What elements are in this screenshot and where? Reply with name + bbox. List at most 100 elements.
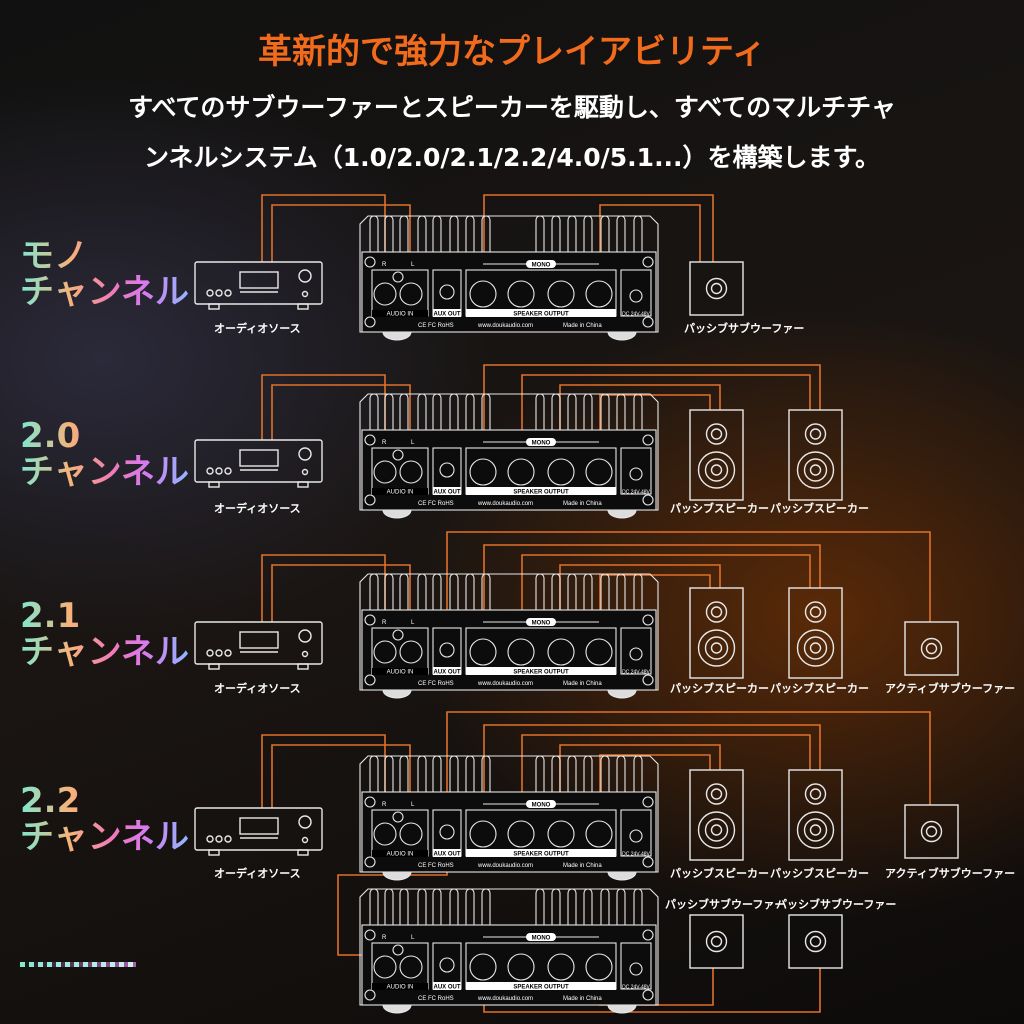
subwoofer-icon — [689, 914, 744, 969]
amplifier-rear-panel: AUDIO IN AUX OUT SPEAKER OUTPUT DC 24V-4… — [359, 573, 659, 699]
amplifier-rear-panel: AUDIO IN AUX OUT SPEAKER OUTPUT DC 24V-4… — [359, 393, 659, 519]
page-title: 革新的で強力なプレイアビリティ — [258, 32, 766, 72]
wire — [483, 968, 821, 1013]
aux-out-label: AUX OUT — [434, 312, 461, 318]
wire — [483, 194, 714, 262]
made-in-label: Made in China — [563, 996, 602, 1002]
certifications-label: CE FC RoHS — [418, 323, 454, 329]
audio-in-label: AUDIO IN — [387, 490, 414, 496]
speaker-output-label: SPEAKER OUTPUT — [513, 985, 569, 991]
aux-out-label: AUX OUT — [434, 985, 461, 991]
wire — [483, 364, 821, 430]
speaker-icon — [689, 409, 744, 501]
audio-source-icon — [194, 439, 323, 488]
wire — [271, 744, 411, 808]
output-label: アクティブサブウーファー — [885, 682, 1016, 695]
output-label: アクティブサブウーファー — [885, 867, 1016, 880]
wire — [599, 204, 701, 262]
wire — [521, 734, 811, 795]
amplifier-rear-panel: AUDIO IN AUX OUT SPEAKER OUTPUT DC 24V-4… — [359, 755, 659, 881]
wire — [271, 384, 411, 440]
output-label: パッシブサブウーファー — [665, 898, 786, 911]
website-label: www.doukaudio.com — [477, 323, 533, 329]
mono-label: MONO — [532, 441, 551, 447]
wire — [446, 531, 931, 622]
output-label: パッシブサブウーファー — [776, 898, 897, 911]
wire — [271, 204, 411, 262]
subwoofer-icon — [904, 621, 959, 676]
output-label: パッシブスピーカー — [670, 502, 769, 515]
l-channel-label: L — [411, 620, 415, 626]
wire — [599, 574, 711, 610]
subwoofer-icon — [788, 914, 843, 969]
mono-label: MONO — [532, 621, 551, 627]
wire — [599, 754, 711, 795]
more-channels-dots — [20, 962, 136, 967]
made-in-label: Made in China — [563, 681, 602, 687]
speaker-output-label: SPEAKER OUTPUT — [513, 312, 569, 318]
aux-out-label: AUX OUT — [434, 670, 461, 676]
audio-source-label: オーディオソース — [214, 682, 301, 695]
amplifier-rear-panel: AUDIO IN AUX OUT SPEAKER OUTPUT DC 24V-4… — [359, 215, 659, 341]
wire — [521, 554, 811, 610]
r-channel-label: R — [382, 802, 387, 808]
speaker-icon — [689, 587, 744, 679]
wire — [521, 374, 811, 430]
wire — [446, 711, 931, 805]
certifications-label: CE FC RoHS — [418, 863, 454, 869]
made-in-label: Made in China — [563, 863, 602, 869]
dc-input-label: DC 24V-48V — [622, 490, 650, 496]
dc-input-label: DC 24V-48V — [622, 312, 650, 318]
certifications-label: CE FC RoHS — [418, 501, 454, 507]
dc-input-label: DC 24V-48V — [622, 985, 650, 991]
made-in-label: Made in China — [563, 501, 602, 507]
audio-in-label: AUDIO IN — [387, 312, 414, 318]
audio-source-icon — [194, 261, 323, 310]
audio-source-icon — [194, 621, 323, 670]
speaker-icon — [788, 587, 843, 679]
speaker-icon — [689, 769, 744, 861]
r-channel-label: R — [382, 935, 387, 941]
speaker-icon — [788, 769, 843, 861]
subtitle-line-1: すべてのサブウーファーとスピーカーを駆動し、すべてのマルチチャ — [128, 93, 896, 122]
speaker-output-label: SPEAKER OUTPUT — [513, 490, 569, 496]
speaker-icon — [788, 409, 843, 501]
subwoofer-icon — [904, 804, 959, 859]
output-label: パッシブスピーカー — [670, 867, 769, 880]
mono-label: MONO — [532, 803, 551, 809]
website-label: www.doukaudio.com — [477, 681, 533, 687]
r-channel-label: R — [382, 262, 387, 268]
aux-out-label: AUX OUT — [434, 852, 461, 858]
r-channel-label: R — [382, 620, 387, 626]
aux-out-label: AUX OUT — [434, 490, 461, 496]
subwoofer-icon — [689, 261, 744, 316]
mono-label: MONO — [532, 263, 551, 269]
r-channel-label: R — [382, 440, 387, 446]
speaker-output-label: SPEAKER OUTPUT — [513, 670, 569, 676]
website-label: www.doukaudio.com — [477, 996, 533, 1002]
audio-source-label: オーディオソース — [214, 502, 301, 515]
audio-in-label: AUDIO IN — [387, 985, 414, 991]
certifications-label: CE FC RoHS — [418, 996, 454, 1002]
output-label: パッシブスピーカー — [770, 502, 869, 515]
output-label: パッシブスピーカー — [670, 682, 769, 695]
wire — [271, 564, 411, 622]
output-label: パッシブサブウーファー — [684, 322, 805, 335]
speaker-output-label: SPEAKER OUTPUT — [513, 852, 569, 858]
l-channel-label: L — [411, 262, 415, 268]
l-channel-label: L — [411, 935, 415, 941]
wire — [483, 724, 821, 795]
wire — [599, 394, 711, 430]
website-label: www.doukaudio.com — [477, 501, 533, 507]
dc-input-label: DC 24V-48V — [622, 852, 650, 858]
amplifier-rear-panel: AUDIO IN AUX OUT SPEAKER OUTPUT DC 24V-4… — [359, 888, 659, 1014]
made-in-label: Made in China — [563, 323, 602, 329]
certifications-label: CE FC RoHS — [418, 681, 454, 687]
l-channel-label: L — [411, 440, 415, 446]
wire — [483, 544, 821, 610]
website-label: www.doukaudio.com — [477, 863, 533, 869]
subtitle-line-2: ンネルシステム（1.0/2.0/2.1/2.2/4.0/5.1...）を構築しま… — [143, 143, 881, 172]
audio-source-label: オーディオソース — [214, 322, 301, 335]
audio-source-icon — [194, 807, 323, 856]
